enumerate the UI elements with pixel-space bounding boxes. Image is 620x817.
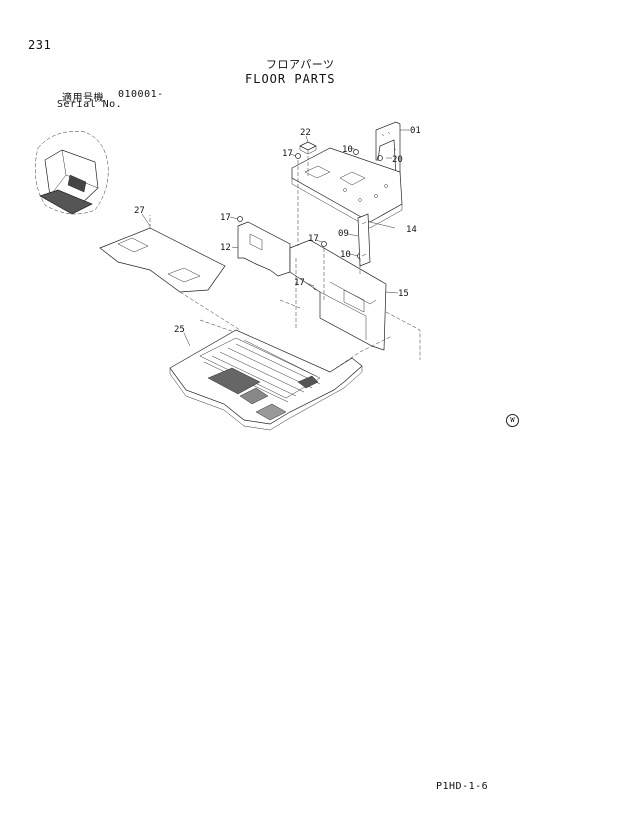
callout-20: 20 xyxy=(392,155,403,165)
callout-leaders xyxy=(141,135,392,347)
machine-thumbnail xyxy=(34,131,109,215)
serial-label: Serial No. xyxy=(57,99,123,110)
page-number: 231 xyxy=(28,38,52,52)
callout-17: 17 xyxy=(282,149,293,159)
callout-09: 09 xyxy=(338,229,349,239)
callout-25: 25 xyxy=(174,325,185,335)
part-12-panel xyxy=(237,221,291,277)
callout-10: 10 xyxy=(340,250,351,260)
callout-22: 22 xyxy=(300,128,311,138)
callout-01: 01 xyxy=(410,126,421,136)
w-mark-symbol: W xyxy=(506,414,519,427)
callout-14: 14 xyxy=(406,225,417,235)
part-15-bracket xyxy=(289,239,421,360)
callout-10: 10 xyxy=(342,145,353,155)
part-14-plate xyxy=(291,147,403,229)
callout-17: 17 xyxy=(294,278,305,288)
callout-17: 17 xyxy=(220,213,231,223)
part-09-plate xyxy=(357,213,371,267)
document-code: P1HD-1-6 xyxy=(436,781,489,792)
callout-17: 17 xyxy=(308,234,319,244)
serial-label-japanese: 適用号機 xyxy=(62,93,104,104)
title-japanese: フロアパーツ xyxy=(266,58,335,71)
callout-12: 12 xyxy=(220,243,231,253)
part-01-bracket xyxy=(375,121,410,179)
callout-27: 27 xyxy=(134,206,145,216)
callout-15: 15 xyxy=(398,289,409,299)
serial-number-value: 010001- xyxy=(118,89,164,100)
part-25-floor-plate xyxy=(169,329,393,431)
part-27-mat xyxy=(99,215,241,331)
assembly-lines xyxy=(199,150,361,335)
page-title: FLOOR PARTS xyxy=(245,72,336,86)
